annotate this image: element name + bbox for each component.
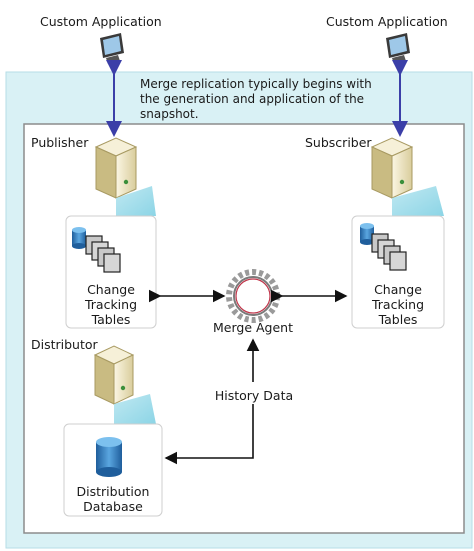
history-to-db-arrow bbox=[164, 404, 254, 465]
publisher-label: Publisher bbox=[31, 135, 89, 150]
publisher-tables-line-1: Change bbox=[87, 282, 135, 297]
right-monitor-icon bbox=[386, 33, 410, 64]
left-monitor-icon bbox=[100, 33, 124, 64]
snapshot-note: Merge replication typically begins with … bbox=[140, 77, 372, 122]
subscriber-label: Subscriber bbox=[305, 135, 372, 150]
distribution-database-icon bbox=[96, 437, 122, 477]
publisher-tables-label: Change Tracking Tables bbox=[66, 282, 156, 327]
note-line-2: the generation and application of the bbox=[140, 92, 365, 106]
distribution-db-line-2: Database bbox=[83, 499, 143, 514]
distributor-label: Distributor bbox=[31, 337, 98, 352]
distributor-beam bbox=[114, 394, 156, 424]
publisher-tables-line-2: Tracking bbox=[84, 297, 138, 312]
subscriber-table-stack-icon bbox=[371, 233, 407, 271]
publisher-database-icon bbox=[72, 227, 86, 249]
merge-agent-label: Merge Agent bbox=[213, 320, 293, 335]
subscriber-tables-line-3: Tables bbox=[378, 312, 418, 327]
distribution-database-label: Distribution Database bbox=[60, 484, 166, 514]
subscriber-database-icon bbox=[360, 223, 374, 245]
subscriber-tables-line-2: Tracking bbox=[371, 297, 425, 312]
subscriber-server-icon bbox=[370, 137, 414, 199]
history-data-label: History Data bbox=[196, 388, 312, 403]
subscriber-tables-label: Change Tracking Tables bbox=[352, 282, 444, 327]
subscriber-tables-line-1: Change bbox=[374, 282, 422, 297]
subscriber-beam bbox=[392, 186, 444, 216]
distributor-server-icon bbox=[93, 345, 135, 405]
note-line-1: Merge replication typically begins with bbox=[140, 77, 372, 91]
publisher-beam bbox=[116, 186, 156, 216]
publisher-table-stack-icon bbox=[85, 235, 121, 273]
right-app-label: Custom Application bbox=[326, 14, 448, 29]
publisher-server-icon bbox=[94, 137, 138, 199]
note-line-3: snapshot. bbox=[140, 107, 199, 121]
distribution-db-line-1: Distribution bbox=[76, 484, 150, 499]
publisher-tables-line-3: Tables bbox=[91, 312, 131, 327]
left-app-label: Custom Application bbox=[40, 14, 162, 29]
